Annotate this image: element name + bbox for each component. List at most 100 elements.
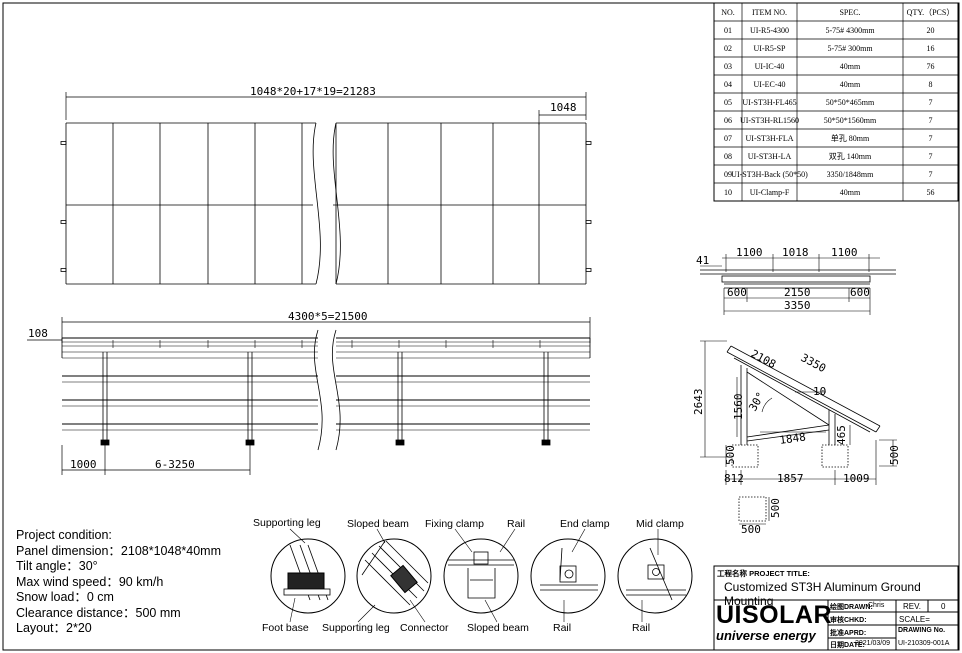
bom-cell: 7 bbox=[929, 98, 933, 107]
bom-header-cell: NO. bbox=[721, 8, 735, 17]
project-line: Clearance distance：500 mm bbox=[16, 605, 181, 620]
label-sloped-beam-2: Sloped beam bbox=[467, 622, 529, 634]
footing-detail: 500 500 bbox=[738, 496, 782, 536]
bom-cell: 单孔 80mm bbox=[831, 133, 870, 143]
rail-dim-1018: 1018 bbox=[782, 246, 809, 259]
rail-dim-1100a: 1100 bbox=[736, 246, 763, 259]
side-dim-1848: 1848 bbox=[779, 430, 807, 447]
bom-table: NO. ITEM NO. SPEC. QTY.（PCS） 01 UI-R5-4300 5-7… bbox=[713, 2, 959, 202]
top-total-dim: 1048*20+17*19=21283 bbox=[250, 85, 376, 98]
bom-cell: UI-EC-40 bbox=[754, 80, 786, 89]
drawn-label: 绘图DRAWN: bbox=[830, 604, 873, 611]
bom-cell: 16 bbox=[927, 44, 935, 53]
front-spacing-dim: 6-3250 bbox=[155, 458, 195, 471]
project-line: Snow load：0 cm bbox=[16, 590, 114, 604]
front-view: 4300*5=21500 108 1000 6-3250 bbox=[27, 310, 591, 475]
footing-width: 500 bbox=[741, 523, 761, 536]
bom-cell: 7 bbox=[929, 170, 933, 179]
bom-cell: 07 bbox=[724, 134, 732, 143]
rail-view bbox=[700, 254, 896, 315]
bom-cell: UI-ST3H-Back (50*50) bbox=[731, 170, 808, 179]
break-line bbox=[332, 122, 341, 285]
bom-cell: UI-R5-4300 bbox=[750, 26, 789, 35]
bom-cell: 02 bbox=[724, 44, 732, 53]
footing-height: 500 bbox=[769, 498, 782, 518]
break-line bbox=[312, 122, 321, 285]
bom-header-cell: SPEC. bbox=[839, 8, 860, 17]
project-line: Max wind speed：90 km/h bbox=[16, 574, 164, 589]
bom-cell: 04 bbox=[724, 80, 732, 89]
side-view bbox=[700, 340, 897, 485]
side-dim-812: 812 bbox=[724, 472, 744, 485]
label-sloped-beam: Sloped beam bbox=[347, 518, 409, 530]
bom-cell: 40mm bbox=[840, 62, 861, 71]
bom-header-cell: QTY.（PCS） bbox=[907, 8, 955, 17]
scale-label: SCALE= bbox=[899, 615, 930, 624]
bom-cell: 10 bbox=[724, 188, 732, 197]
label-mid-clamp: Mid clamp bbox=[636, 518, 684, 530]
side-dim-1560: 1560 bbox=[732, 394, 745, 421]
side-dim-500a: 500 bbox=[724, 445, 737, 465]
label-connector: Connector bbox=[400, 622, 449, 634]
drawing-no-label: DRAWING No. bbox=[898, 627, 946, 634]
top-panel-dim: 1048 bbox=[550, 101, 577, 114]
label-supporting-leg: Supporting leg bbox=[253, 517, 321, 529]
bom-header-cell: ITEM NO. bbox=[752, 8, 787, 17]
project-conditions: Project condition: Panel dimension：2108*… bbox=[16, 528, 221, 637]
bom-cell: UI-ST3H-RL1560 bbox=[740, 116, 799, 125]
bom-cell: 50*50*465mm bbox=[826, 98, 875, 107]
side-dim-2643: 2643 bbox=[692, 389, 705, 416]
label-supporting-leg-2: Supporting leg bbox=[322, 622, 390, 634]
side-dim-30: 30° bbox=[746, 390, 767, 414]
company-logo: UISOLAR bbox=[716, 601, 832, 629]
bom-cell: 7 bbox=[929, 134, 933, 143]
aprd-label: 批准APRD: bbox=[830, 630, 867, 637]
bom-cell: 5-75# 4300mm bbox=[825, 26, 875, 35]
side-dim-1857: 1857 bbox=[777, 472, 804, 485]
drawing-no: UI-210309-001A bbox=[898, 640, 950, 647]
top-view: 1048*20+17*19=21283 1048 bbox=[60, 85, 592, 285]
chkd-label: 审核CHKD: bbox=[830, 617, 867, 624]
front-total-dim: 4300*5=21500 bbox=[288, 310, 367, 323]
project-line: Tilt angle：30° bbox=[16, 559, 98, 573]
rail-dim-600b: 600 bbox=[850, 286, 870, 299]
bom-cell: UI-Clamp-F bbox=[750, 188, 790, 197]
project-heading: Project condition: bbox=[16, 528, 112, 542]
bom-cell: 7 bbox=[929, 116, 933, 125]
bom-cell: 09 bbox=[724, 170, 732, 179]
front-overhang-dim: 108 bbox=[28, 327, 48, 340]
bom-cell: 双孔 140mm bbox=[829, 152, 872, 161]
date-value: 2021/03/09 bbox=[855, 640, 891, 647]
side-dim-465: 465 bbox=[835, 425, 848, 445]
bom-cell: 5-75# 300mm bbox=[827, 44, 873, 53]
title-block bbox=[713, 565, 959, 651]
project-title-label: 工程名称 PROJECT TITLE: bbox=[717, 569, 810, 578]
rail-dim-41: 41 bbox=[696, 254, 709, 267]
drawn-value: Chris bbox=[868, 602, 885, 609]
break-line bbox=[332, 329, 341, 451]
label-foot-base: Foot base bbox=[262, 622, 309, 634]
side-dims: 2108 3350 10 30° 1560 1848 465 2643 500 … bbox=[692, 347, 901, 485]
rail-dim-1100b: 1100 bbox=[831, 246, 858, 259]
rail-dim-2150: 2150 bbox=[784, 286, 811, 299]
rail-dim-600a: 600 bbox=[727, 286, 747, 299]
rail-dims: 41 1100 1018 1100 600 2150 600 3350 bbox=[696, 246, 870, 312]
date-label: 日期DATE: bbox=[830, 642, 865, 649]
bom-cell: 40mm bbox=[840, 188, 861, 197]
bom-cell: 56 bbox=[927, 188, 935, 197]
bom-cell: 20 bbox=[927, 26, 935, 35]
bom-cell: 06 bbox=[724, 116, 732, 125]
bom-cell: 7 bbox=[929, 152, 933, 161]
break-line bbox=[314, 329, 323, 451]
rev-value: 0 bbox=[941, 602, 946, 611]
project-title: Customized ST3H Aluminum Ground Mounting bbox=[724, 580, 921, 608]
bom-cell: 08 bbox=[724, 152, 732, 161]
bom-cell: UI-ST3H-FLA bbox=[746, 134, 794, 143]
bom-cell: 01 bbox=[724, 26, 732, 35]
bom-cell: 8 bbox=[929, 80, 933, 89]
label-end-clamp: End clamp bbox=[560, 518, 610, 530]
bom-cell: UI-R5-SP bbox=[753, 44, 786, 53]
bom-cell: 3350/1848mm bbox=[827, 170, 874, 179]
bom-cell: 76 bbox=[927, 62, 935, 71]
